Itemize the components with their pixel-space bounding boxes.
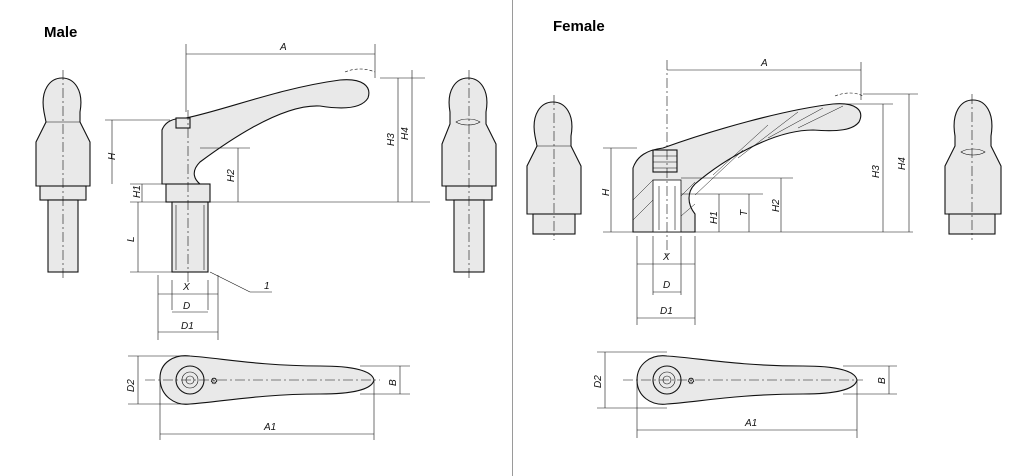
male-label-B: B (388, 379, 399, 386)
male-callout-1: 1 (264, 281, 270, 292)
female-label-B: B (877, 377, 888, 384)
female-label-H1: H1 (709, 211, 720, 224)
male-plan-view: ⚙ (128, 355, 410, 440)
svg-text:⚙: ⚙ (210, 376, 218, 386)
female-label-D: D (663, 280, 670, 291)
female-heading: Female (553, 18, 605, 35)
panel-divider (512, 0, 513, 476)
male-label-D: D (183, 301, 190, 312)
male-left-side-view (35, 70, 91, 280)
female-label-D1: D1 (660, 306, 673, 317)
female-left-side-view (526, 95, 582, 240)
male-label-H4: H4 (400, 127, 411, 140)
female-section-view (632, 60, 864, 258)
female-label-A1: A1 (744, 418, 757, 429)
male-label-H2: H2 (226, 169, 237, 182)
female-label-H2: H2 (771, 199, 782, 212)
male-label-A: A (279, 42, 287, 53)
female-label-H3: H3 (871, 165, 882, 178)
male-dimensions (105, 44, 430, 340)
male-label-H3: H3 (386, 133, 397, 146)
male-heading: Male (44, 24, 78, 41)
female-label-D2: D2 (593, 375, 604, 388)
male-label-H1: H1 (132, 185, 143, 198)
female-label-H4: H4 (897, 157, 908, 170)
female-panel: Female (513, 0, 1024, 476)
male-label-D1: D1 (181, 321, 194, 332)
male-label-H: H (107, 152, 118, 160)
male-panel: Male (35, 24, 497, 440)
female-dimensions (603, 62, 918, 325)
male-drawing: ⚙ A H H1 H2 H3 H4 L X D D1 1 D2 B A1 (35, 42, 497, 440)
female-right-side-view (944, 94, 1002, 240)
male-label-D2: D2 (126, 379, 137, 392)
female-label-H: H (601, 188, 612, 196)
female-drawing: ⚙ A H H1 T H2 H3 H4 X D D1 D2 B A1 (526, 58, 1002, 438)
male-right-side-view (441, 70, 497, 280)
svg-text:⚙: ⚙ (687, 376, 695, 386)
male-label-X: X (182, 282, 190, 293)
female-label-A: A (760, 58, 768, 69)
male-label-A1: A1 (263, 422, 276, 433)
male-front-view (161, 68, 376, 285)
female-label-T: T (739, 209, 750, 216)
female-label-X: X (662, 252, 670, 263)
female-plan-view: ⚙ (597, 351, 897, 438)
male-label-L: L (126, 236, 137, 242)
